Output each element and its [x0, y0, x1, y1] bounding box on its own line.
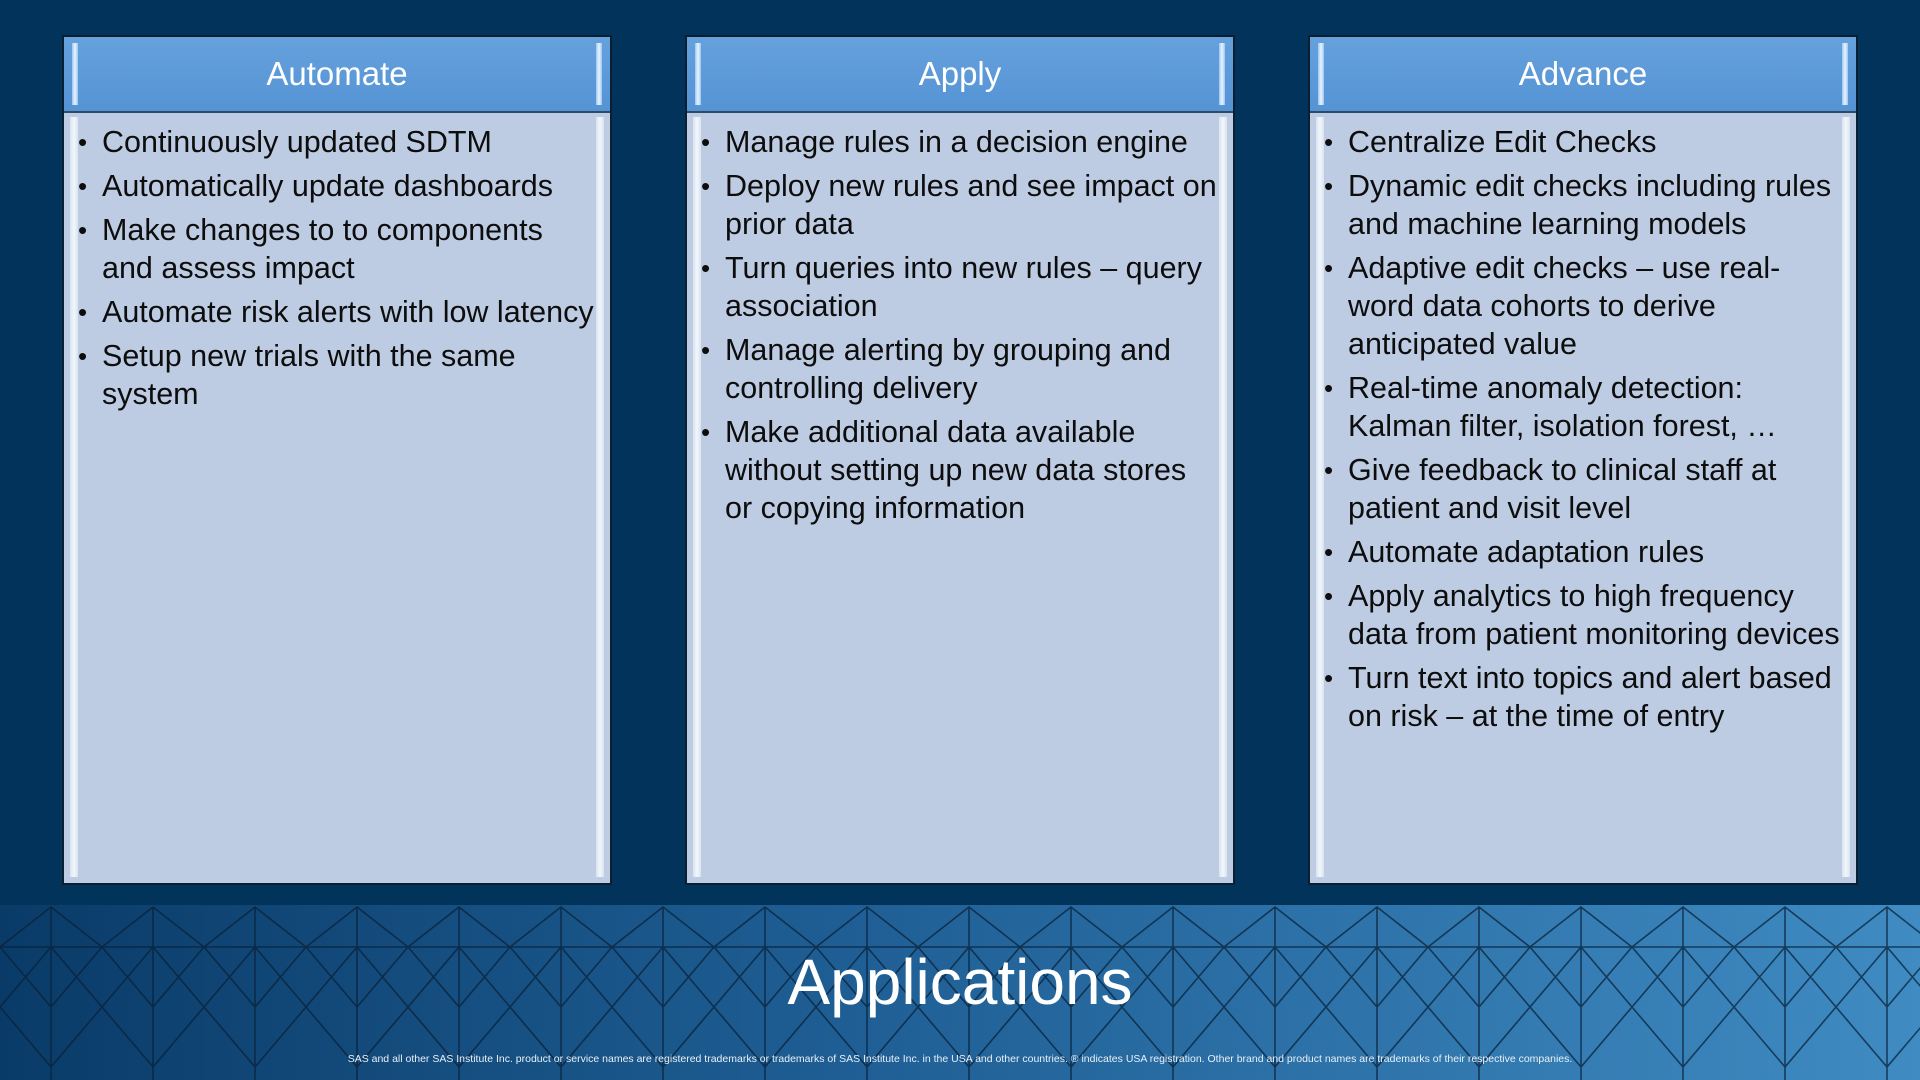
bullet-dot: •: [701, 417, 711, 447]
list-item: • Setup new trials with the same system: [78, 337, 596, 413]
list-item: • Manage alerting by grouping and control…: [701, 331, 1219, 407]
list-item-text: Setup new trials with the same system: [102, 339, 516, 411]
bullet-dot: •: [1324, 373, 1334, 403]
list-item-text: Manage alerting by grouping and controll…: [725, 333, 1171, 405]
geometric-pattern: [0, 905, 1920, 1080]
list-item-text: Make additional data available without s…: [725, 415, 1187, 525]
list-item-text: Automate adaptation rules: [1348, 535, 1705, 569]
list-item-text: Automate risk alerts with low latency: [102, 295, 594, 329]
panel-body-automate: • Continuously updated SDTM • Automatically…: [64, 113, 610, 883]
bullet-dot: •: [1324, 581, 1334, 611]
list-item: • Make changes to to components and asses…: [78, 211, 596, 287]
list-item: • Continuously updated SDTM: [78, 123, 596, 161]
decorative-pattern-band: [0, 905, 1920, 1080]
list-item: • Automate risk alerts with low latency: [78, 293, 596, 331]
list-item-text: Dynamic edit checks including rules and …: [1348, 169, 1832, 241]
list-item-text: Centralize Edit Checks: [1348, 125, 1657, 159]
list-item-text: Continuously updated SDTM: [102, 125, 492, 159]
list-item: • Automate adaptation rules: [1324, 533, 1842, 571]
list-item: • Turn text into topics and alert based o…: [1324, 659, 1842, 735]
bullet-dot: •: [78, 297, 88, 327]
list-item: • Manage rules in a decision engine: [701, 123, 1219, 161]
list-item: • Turn queries into new rules – query ass…: [701, 249, 1219, 325]
list-item: • Dynamic edit checks including rules and…: [1324, 167, 1842, 243]
list-item: • Apply analytics to high frequency data …: [1324, 577, 1842, 653]
list-item-text: Turn queries into new rules – query asso…: [725, 251, 1202, 323]
list-item-text: Apply analytics to high frequency data f…: [1348, 579, 1840, 651]
panel-header-automate: Automate: [64, 37, 610, 113]
list-item-text: Give feedback to clinical staff at patie…: [1348, 453, 1777, 525]
panel-body-apply: • Manage rules in a decision engine • Deplo…: [687, 113, 1233, 883]
bullet-list-automate: • Continuously updated SDTM • Automatically…: [64, 113, 610, 413]
bullet-dot: •: [1324, 171, 1334, 201]
bullet-dot: •: [701, 127, 711, 157]
list-item-text: Make changes to to components and assess…: [102, 213, 543, 285]
panel-header-advance: Advance: [1310, 37, 1856, 113]
list-item: • Real-time anomaly detection: Kalman fil…: [1324, 369, 1842, 445]
bullet-dot: •: [701, 253, 711, 283]
panel-body-advance: • Centralize Edit Checks • Dynamic edit che…: [1310, 113, 1856, 883]
list-item-text: Deploy new rules and see impact on prior…: [725, 169, 1217, 241]
list-item: • Give feedback to clinical staff at pati…: [1324, 451, 1842, 527]
slide-title: Applications: [787, 946, 1133, 1018]
bullet-dot: •: [701, 171, 711, 201]
list-item-text: Real-time anomaly detection: Kalman filt…: [1348, 371, 1777, 443]
list-item: • Make additional data available without …: [701, 413, 1219, 527]
list-item: • Automatically update dashboards: [78, 167, 596, 205]
bullet-dot: •: [1324, 127, 1334, 157]
panel-automate: Automate • Continuously updated SDTM • Auto…: [62, 35, 612, 885]
panel-apply: Apply • Manage rules in a decision engine…: [685, 35, 1235, 885]
bullet-dot: •: [78, 127, 88, 157]
list-item-text: Turn text into topics and alert based on…: [1348, 661, 1832, 733]
bullet-dot: •: [78, 215, 88, 245]
bullet-dot: •: [1324, 537, 1334, 567]
bullet-dot: •: [701, 335, 711, 365]
list-item-text: Automatically update dashboards: [102, 169, 554, 203]
list-item-text: Manage rules in a decision engine: [725, 125, 1188, 159]
panel-advance: Advance • Centralize Edit Checks • Dynamic …: [1308, 35, 1858, 885]
bullet-dot: •: [1324, 455, 1334, 485]
bullet-list-apply: • Manage rules in a decision engine • Deplo…: [687, 113, 1233, 527]
panel-header-apply: Apply: [687, 37, 1233, 113]
bullet-list-advance: • Centralize Edit Checks • Dynamic edit che…: [1310, 113, 1856, 735]
columns-area: Automate • Continuously updated SDTM • Auto…: [62, 35, 1858, 885]
bullet-dot: •: [1324, 253, 1334, 283]
list-item-text: Adaptive edit checks – use real-word dat…: [1348, 251, 1781, 361]
list-item: • Adaptive edit checks – use real-word da…: [1324, 249, 1842, 363]
bullet-dot: •: [78, 341, 88, 371]
bullet-dot: •: [1324, 663, 1334, 693]
list-item: • Deploy new rules and see impact on prio…: [701, 167, 1219, 243]
trademark-footer: SAS and all other SAS Institute Inc. pro…: [347, 1053, 1573, 1065]
pattern-lines: [0, 905, 1920, 1080]
list-item: • Centralize Edit Checks: [1324, 123, 1842, 161]
bullet-dot: •: [78, 171, 88, 201]
